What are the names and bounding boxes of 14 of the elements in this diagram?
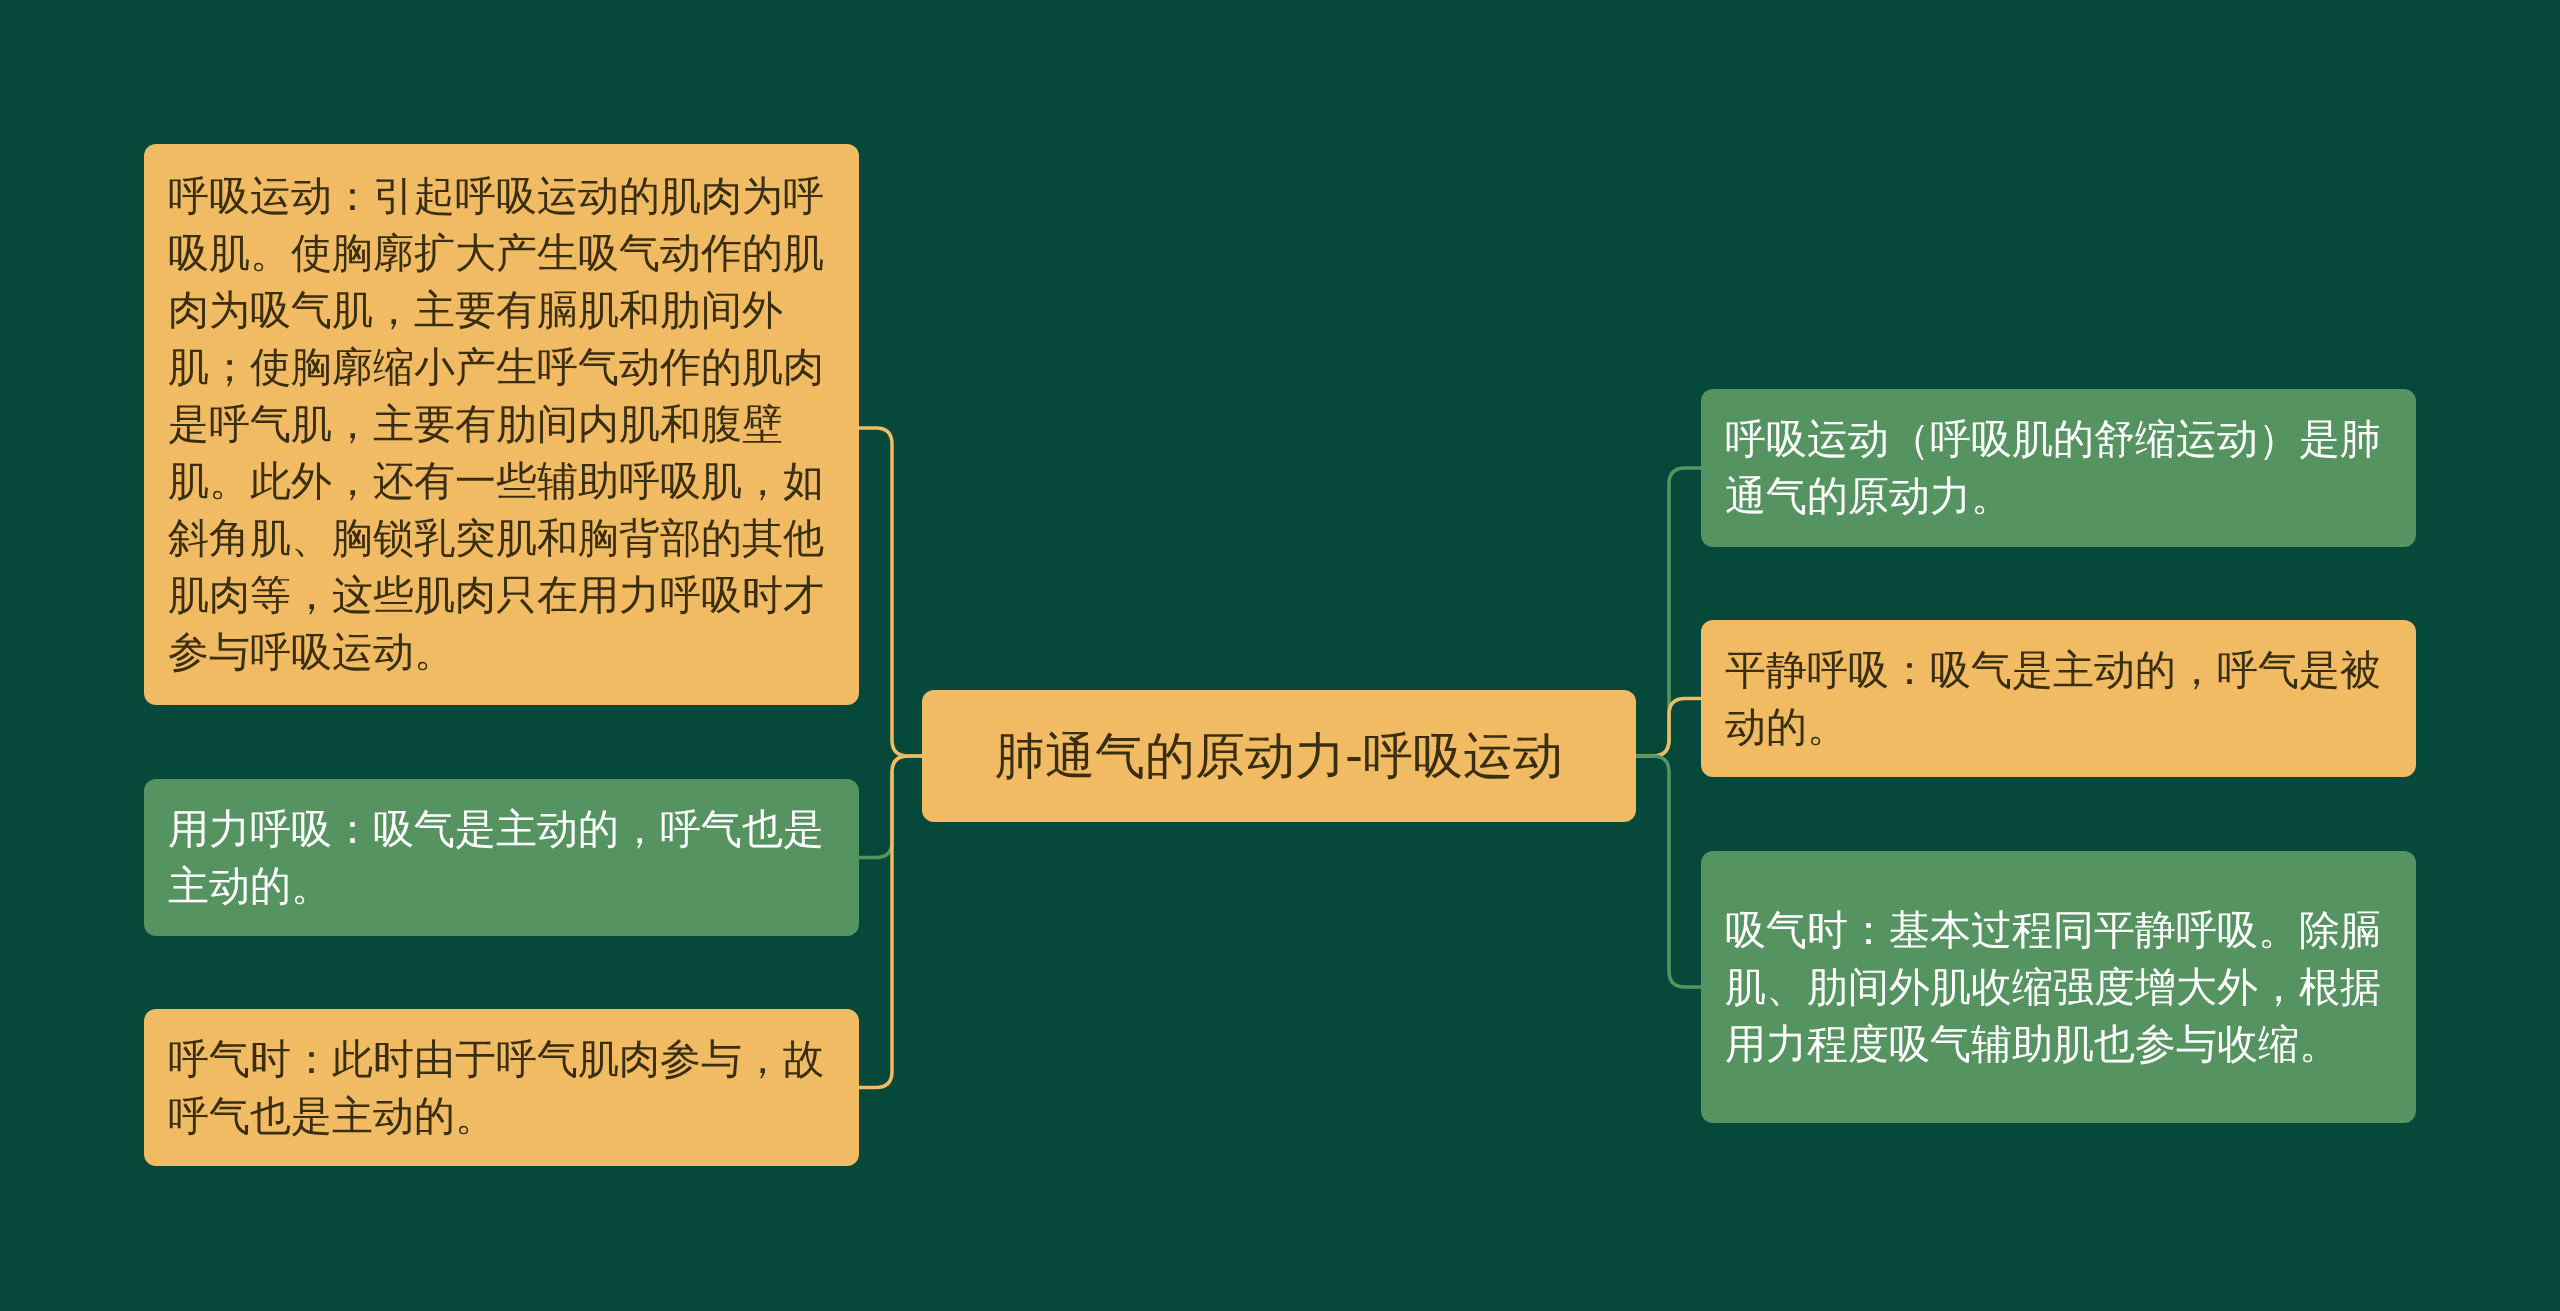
central-topic-box: [922, 690, 1636, 822]
topic-box: [1701, 851, 2416, 1123]
topic-text: 呼吸运动（呼吸肌的舒缩运动）是肺通气的原动力。: [1725, 414, 2382, 522]
topic-box: [144, 144, 859, 705]
topic-text: 平静呼吸：吸气是主动的，呼气是被动的。: [1725, 644, 2382, 753]
topic-text: 用力呼吸：吸气是主动的，呼气也是主动的。: [168, 803, 825, 912]
topic-box: [1701, 620, 2416, 777]
topic-box: [144, 779, 859, 936]
topic-box: [1701, 389, 2416, 547]
topic-text: 呼吸运动：引起呼吸运动的肌肉为呼吸肌。使胸廓扩大产生吸气动作的肌肉为吸气肌，主要有膈肌和肋间外肌；使胸廓缩小产生呼气动作的肌肉是呼气肌，主要有肋间内肌和腹壁肌。此外，还有一些辅助呼吸肌，如斜角肌、胸锁乳突肌和胸背部的其他肌肉等，这些肌肉只在用力呼吸时才参与呼吸运动。: [168, 171, 825, 678]
topic-text: 吸气时：基本过程同平静呼吸。除膈肌、肋间外肌收缩强度增大外，根据用力程度吸气辅助肌也参与收缩。: [1725, 904, 2382, 1070]
topic-box: [144, 1009, 859, 1166]
central-topic-text: 肺通气的原动力-呼吸运动: [994, 726, 1563, 787]
topic-text: 呼气时：此时由于呼气肌肉参与，故呼气也是主动的。: [168, 1033, 825, 1142]
